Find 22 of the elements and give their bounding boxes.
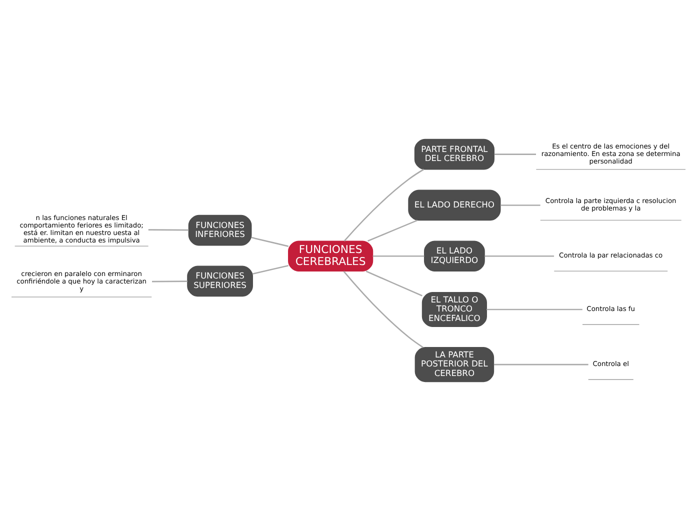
node-box: EL TALLO O TRONCO ENCEFALICO [422,291,487,327]
connector [494,363,588,365]
connector [344,168,424,241]
node-box: FUNCIONES INFERIORES [188,214,252,246]
connector [343,270,424,348]
connector [367,219,418,242]
connector [251,236,289,246]
connector [372,254,424,256]
connector [494,153,536,155]
connector [148,228,189,230]
connector [486,308,582,310]
node-box: FUNCIONES CEREBRALES [288,240,374,272]
connector [366,270,422,296]
node-box: PARTE FRONTAL DEL CEREBRO [414,138,494,170]
node-box: EL LADO DERECHO [408,189,501,220]
node-box: EL LADO IZQUIERDO [424,240,485,272]
connector [500,204,540,206]
connector [484,254,554,256]
node-box: LA PARTE POSTERIOR DEL CEREBRO [414,346,494,382]
node-box: FUNCIONES SUPERIORES [187,265,253,296]
connector [252,264,289,274]
connector [152,280,188,282]
